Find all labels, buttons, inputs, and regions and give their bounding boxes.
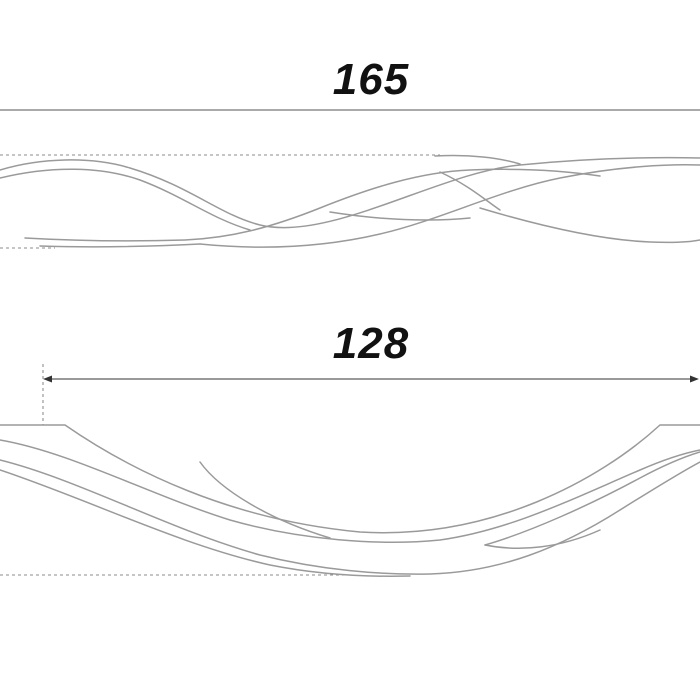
hole-spacing-label: 128 [332,319,410,368]
handle-top-view [0,154,700,248]
overall-length-label: 165 [332,55,410,104]
handle-side-view [0,424,700,577]
